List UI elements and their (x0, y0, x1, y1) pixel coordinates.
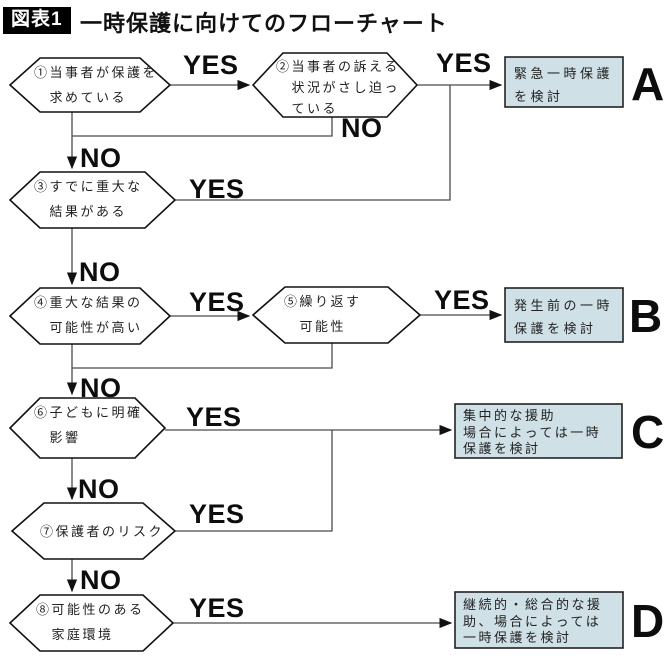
question-6-text: ⑥子どもに明確 影響 (34, 405, 143, 445)
question-hexagon-7 (10, 502, 177, 560)
question-hexagon-2 (251, 52, 419, 118)
yes-label-q8: YES (189, 593, 245, 623)
yes-label-q2: YES (436, 48, 492, 78)
result-d-text: 継続的・総合的な援 助、場合によっては 一時保護を検討 (463, 597, 603, 645)
question-1-text: ①当事者が保護を 求めている (34, 65, 159, 105)
no-label-q3: NO (79, 257, 121, 287)
connector-q3-yes-join-a (175, 85, 451, 201)
result-box-d (454, 591, 624, 649)
result-box-b (504, 287, 624, 343)
yes-label-q1: YES (183, 50, 239, 80)
question-hexagon-3 (8, 171, 177, 229)
no-label-q2: NO (341, 113, 383, 143)
figure-number-badge: 図表1 (3, 7, 71, 34)
question-hexagon-8 (8, 594, 175, 652)
question-hexagon-5 (251, 286, 422, 344)
result-shapes (454, 56, 624, 649)
question-hexagon-4 (8, 287, 172, 345)
no-label-q1: NO (80, 143, 122, 173)
no-label-q7: NO (80, 565, 122, 595)
page-title: 一時保護に向けてのフローチャート (80, 11, 448, 36)
question-2-text: ②当事者の訴える 状況がさし迫っ ている (276, 59, 401, 116)
connector-q5-no-return (72, 343, 333, 369)
outcome-letter-b: B (629, 290, 663, 342)
result-c-text: 集中的な援助 場合によっては一時 保護を検討 (463, 408, 602, 456)
connector-lines (66, 79, 503, 629)
connector-q2-no-return (72, 117, 333, 137)
no-label-q6: NO (78, 474, 120, 504)
yes-label-q4: YES (189, 287, 245, 317)
question-hexagon-6 (8, 397, 167, 459)
question-5-text: ⑤繰り返す 可能性 (284, 294, 362, 334)
outcome-letter-c: C (631, 406, 665, 458)
question-hexagon-1 (8, 57, 172, 113)
outcome-letter-a: A (631, 58, 665, 110)
outcome-letter-d: D (631, 595, 665, 647)
yes-label-q7: YES (189, 499, 245, 529)
question-shapes (8, 52, 422, 652)
question-8-text: ⑧可能性のある 家庭環境 (36, 602, 145, 642)
result-b-text: 発生前の一時 保護を検討 (514, 298, 614, 336)
no-label-q4: NO (80, 373, 122, 403)
question-3-text: ③すでに重大な 結果がある (34, 179, 143, 219)
page-header: 図表1 一時保護に向けてのフローチャート (0, 0, 670, 40)
question-4-text: ④重大な結果の 可能性が高い (34, 295, 143, 335)
question-7-text: ⑦保護者のリスク (40, 524, 165, 539)
result-box-c (454, 403, 623, 459)
yes-label-q3: YES (189, 174, 245, 204)
yes-label-q6: YES (186, 402, 242, 432)
result-box-a (504, 56, 624, 108)
connector-q7-yes-join-c (175, 430, 333, 532)
yes-label-q5: YES (434, 285, 490, 315)
result-a-text: 緊急一時保護 を検討 (514, 66, 614, 104)
